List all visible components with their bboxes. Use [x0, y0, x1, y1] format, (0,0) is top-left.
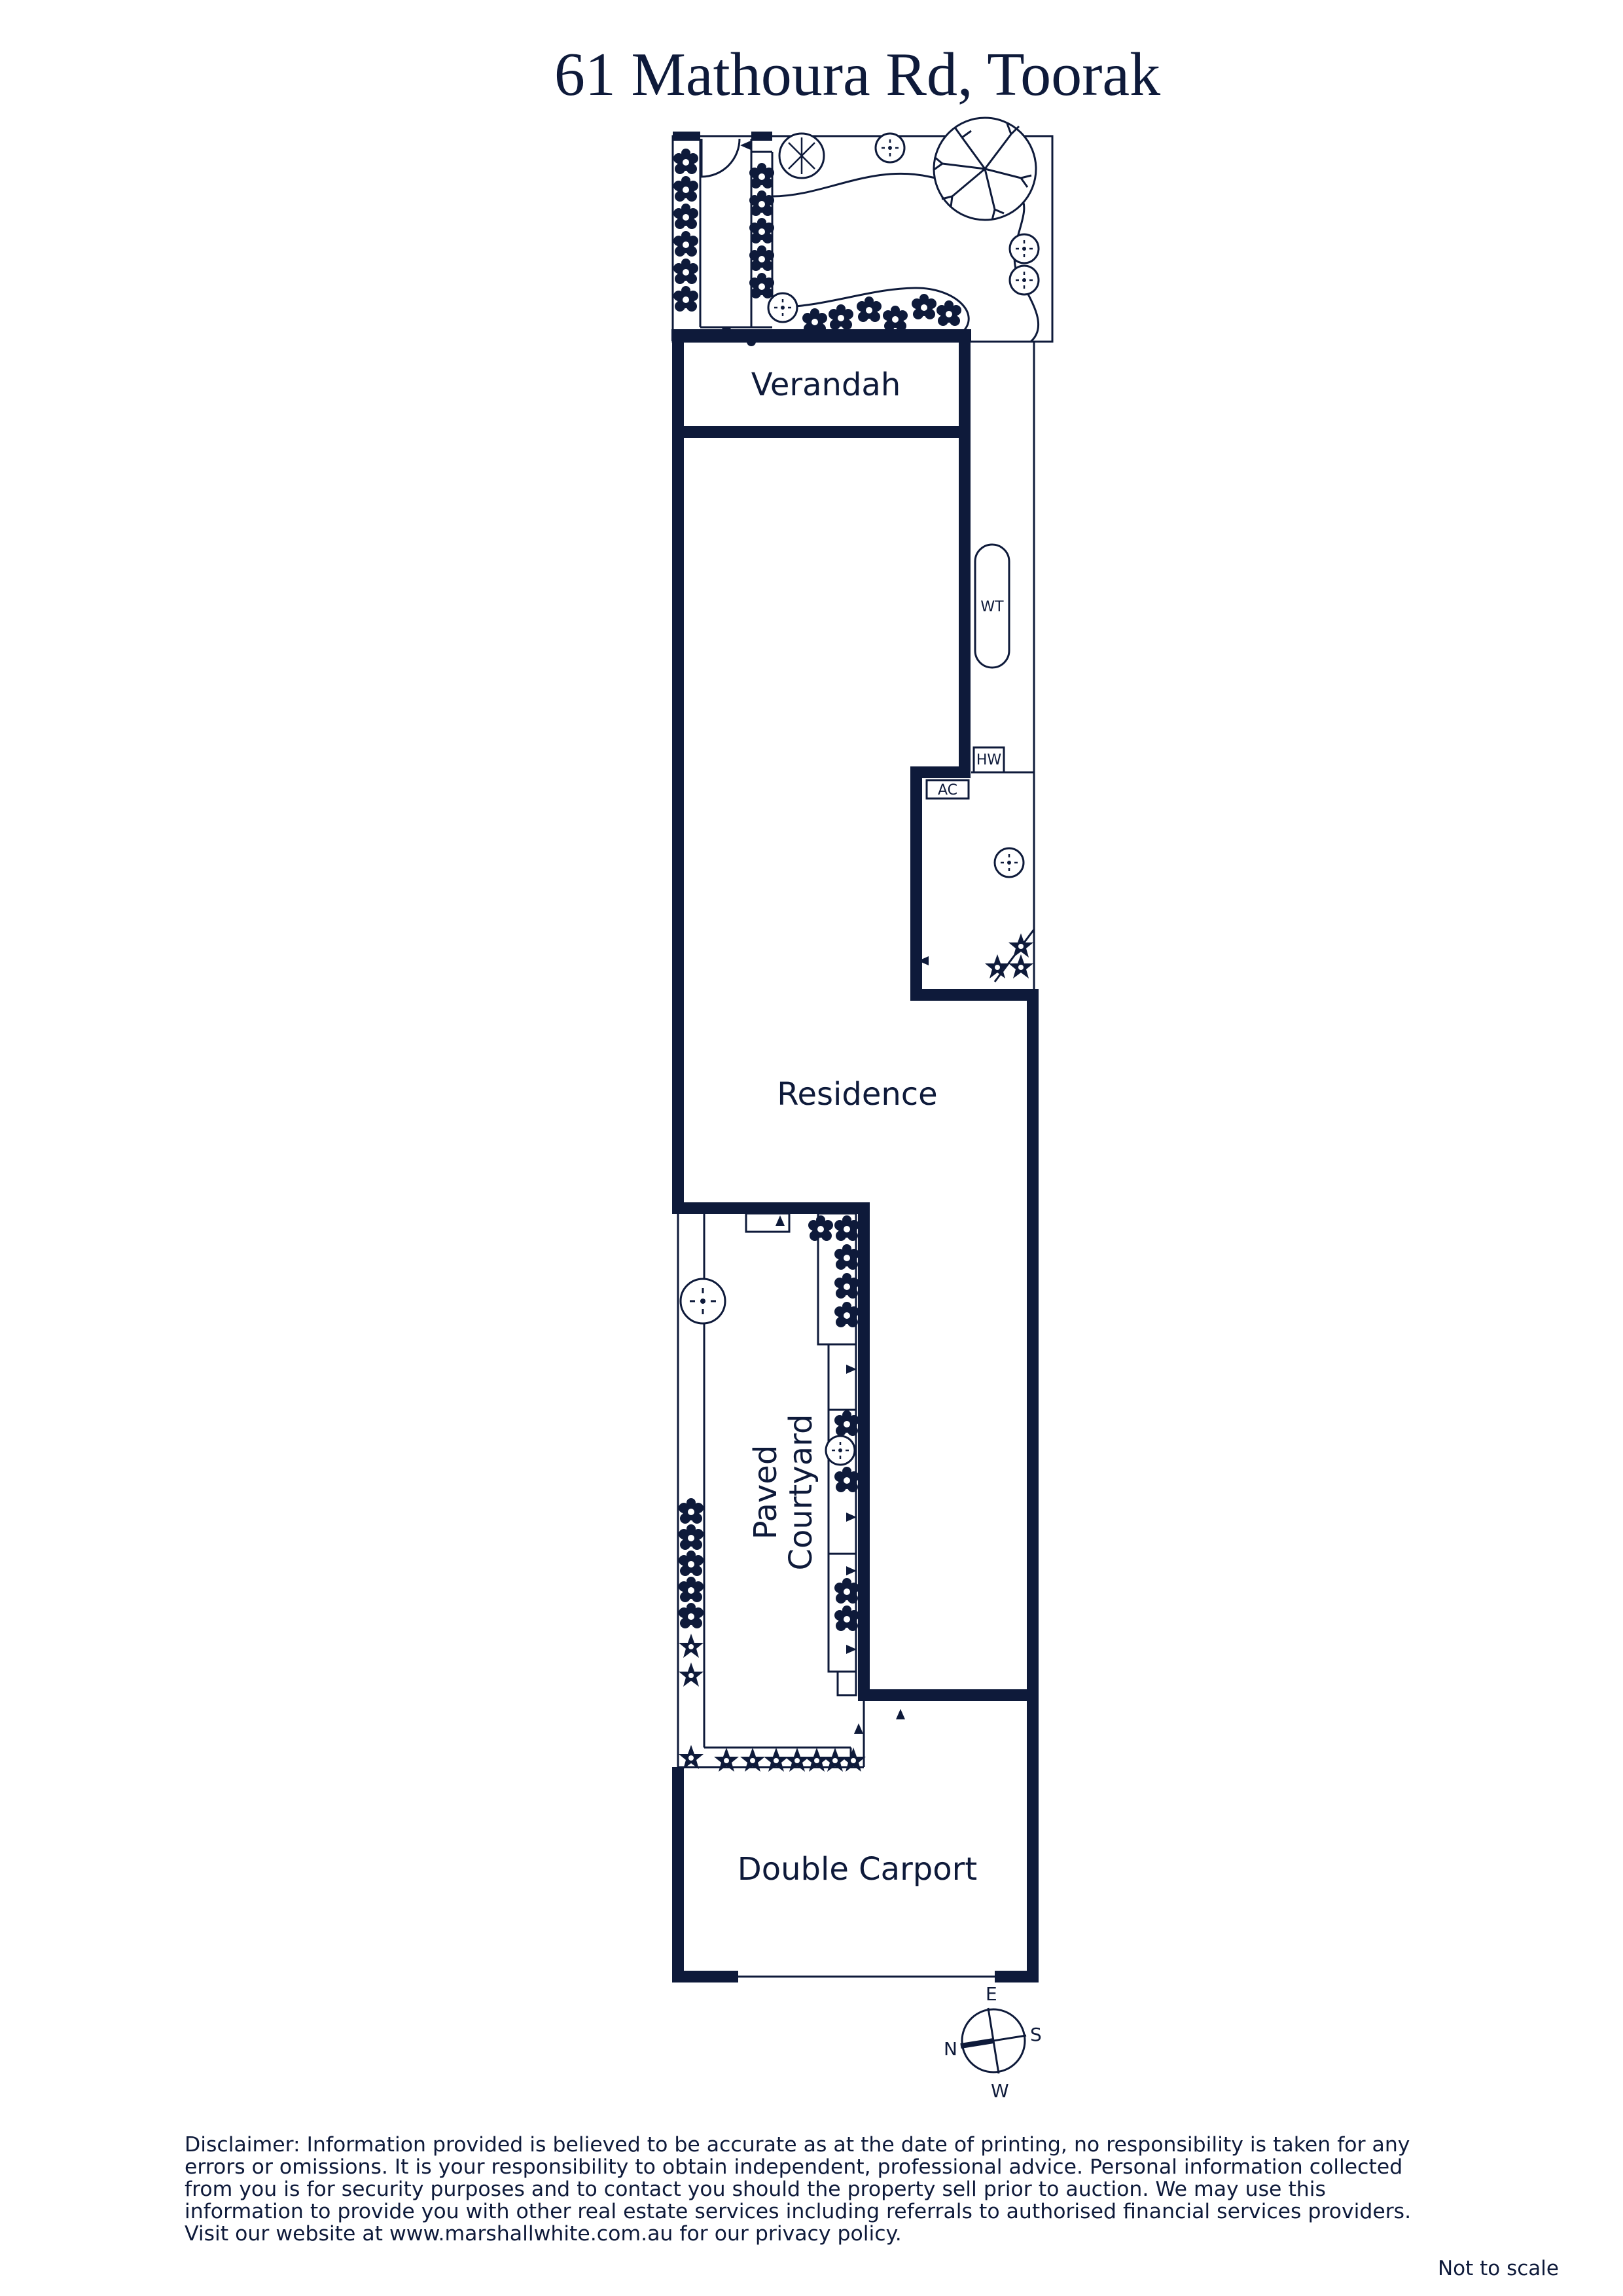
side-passage [971, 340, 1035, 995]
ac-label: AC [938, 782, 957, 798]
side-court-planting [918, 847, 1033, 978]
front-hedge-middle [749, 163, 774, 298]
page-title: 61 Mathoura Rd, Toorak [554, 41, 1161, 109]
courtyard-tree-icon [679, 1278, 726, 1325]
room-label-courtyard-line1: Paved [747, 1445, 784, 1540]
building-walls [671, 329, 1039, 1982]
front-garden-trees [722, 117, 1040, 346]
front-garden-shrubs [802, 294, 961, 334]
room-label-residence: Residence [777, 1076, 937, 1113]
large-tree-icon [933, 117, 1037, 221]
water-tank-label: WT [980, 599, 1004, 615]
compass-e: E [986, 1983, 997, 2005]
compass-s: S [1030, 2024, 1042, 2045]
hot-water-unit: HW [972, 746, 1005, 774]
room-label-carport: Double Carport [738, 1851, 977, 1888]
round-shrub-icon [778, 132, 825, 179]
water-tank: WT [974, 543, 1010, 669]
front-garden [671, 132, 1054, 343]
compass: N E S W [944, 1983, 1042, 2102]
compass-n: N [944, 2038, 957, 2060]
disclaimer-text: Disclaimer: Information provided is beli… [185, 2133, 1412, 2246]
compass-w: W [991, 2080, 1009, 2102]
room-label-courtyard-line2: Courtyard [783, 1414, 819, 1570]
scale-note: Not to scale [1437, 2257, 1559, 2280]
small-tree-icon [874, 132, 906, 164]
air-conditioner: AC [925, 779, 970, 800]
hot-water-label: HW [976, 752, 1002, 768]
north-arrow-icon [960, 2038, 994, 2049]
room-label-verandah: Verandah [751, 367, 901, 403]
front-hedge-left [673, 149, 698, 312]
